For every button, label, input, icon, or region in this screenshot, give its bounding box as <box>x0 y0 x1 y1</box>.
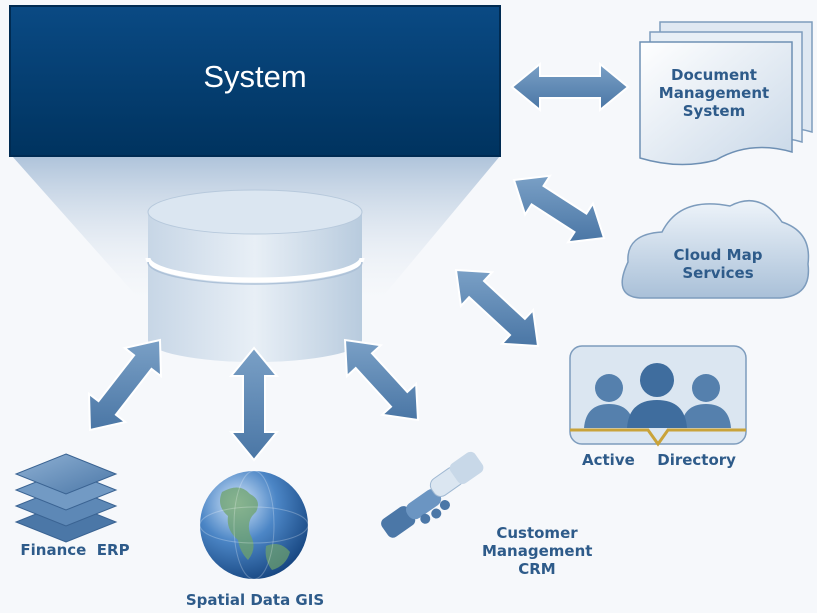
users-icon <box>569 345 747 447</box>
cloud-label-line1: Cloud Map <box>673 246 763 264</box>
gis-label: Spatial Data GIS <box>185 591 325 609</box>
finance-label: Finance ERP <box>20 541 130 559</box>
layers-icon <box>14 453 118 543</box>
crm-label-line3: CRM <box>518 560 556 578</box>
system-box <box>9 5 501 157</box>
globe-icon <box>199 470 309 580</box>
arrow-db-crm <box>343 338 420 422</box>
document-stack-icon <box>639 21 813 166</box>
dms-label-line2: Management <box>658 84 770 102</box>
crm-label: Customer Management CRM <box>482 524 592 578</box>
dms-label-line3: System <box>682 102 746 120</box>
ad-label-word1: Active <box>582 451 635 469</box>
crm-label-line1: Customer <box>496 524 578 542</box>
connection-arrows <box>87 61 630 462</box>
cloud-icon <box>621 199 810 299</box>
ad-label-word2: Directory <box>657 451 736 469</box>
database-cylinder <box>145 189 365 362</box>
arrow-db-gis <box>228 346 280 462</box>
cloud-label: Cloud Map Services <box>648 246 788 282</box>
dms-label-line1: Document <box>671 66 757 84</box>
handshake-icon <box>381 451 484 538</box>
ad-label: Active Directory <box>574 451 744 469</box>
system-title: System <box>203 59 307 94</box>
dms-label: Document Management System <box>650 66 778 120</box>
arrow-db-finance <box>87 338 163 432</box>
arrow-system-cloud <box>512 174 606 244</box>
cloud-label-line2: Services <box>682 264 754 282</box>
arrow-db-ad <box>454 268 540 348</box>
arrow-system-dms <box>510 61 630 113</box>
crm-label-line2: Management <box>482 542 593 560</box>
